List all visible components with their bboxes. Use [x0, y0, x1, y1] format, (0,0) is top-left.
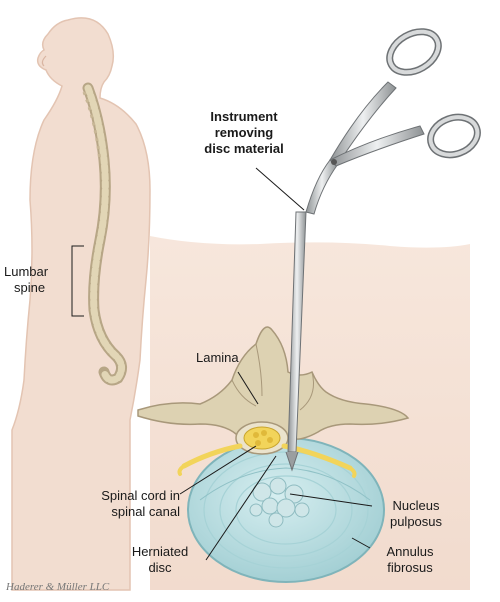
lumbar-bracket	[71, 245, 84, 317]
label-herniated-2: disc	[148, 560, 172, 575]
leader-annulus	[351, 537, 371, 549]
leader-nucleus	[289, 493, 373, 507]
label-instrument-1: Instrument	[210, 109, 278, 124]
label-annulus-1: Annulus	[387, 544, 434, 559]
label-lumbar-1: Lumbar	[4, 264, 49, 279]
leader-instrument	[255, 167, 305, 211]
nucleus-pulposus	[249, 477, 310, 528]
credit-text: Haderer & Müller LLC	[5, 581, 110, 593]
label-instrument-2: removing	[215, 125, 274, 140]
label-lamina: Lamina	[196, 350, 239, 365]
human-silhouette	[11, 17, 151, 591]
label-lumbar-2: spine	[14, 280, 45, 295]
label-instrument-3: disc material	[204, 141, 284, 156]
label-nucleus-1: Nucleus	[393, 498, 440, 513]
leader-lamina	[237, 371, 259, 405]
surgical-instrument	[285, 28, 481, 472]
label-spinal-cord-2: spinal canal	[111, 504, 180, 519]
leader-spinal-cord	[179, 445, 257, 495]
label-nucleus-2: pulposus	[390, 514, 443, 529]
spinal-canal	[235, 421, 289, 455]
leader-herniated-disc	[205, 455, 277, 561]
label-herniated-1: Herniated	[132, 544, 188, 559]
label-spinal-cord-1: Spinal cord in	[101, 488, 180, 503]
label-annulus-2: fibrosus	[387, 560, 433, 575]
lumbar-spine-figure	[82, 82, 127, 386]
